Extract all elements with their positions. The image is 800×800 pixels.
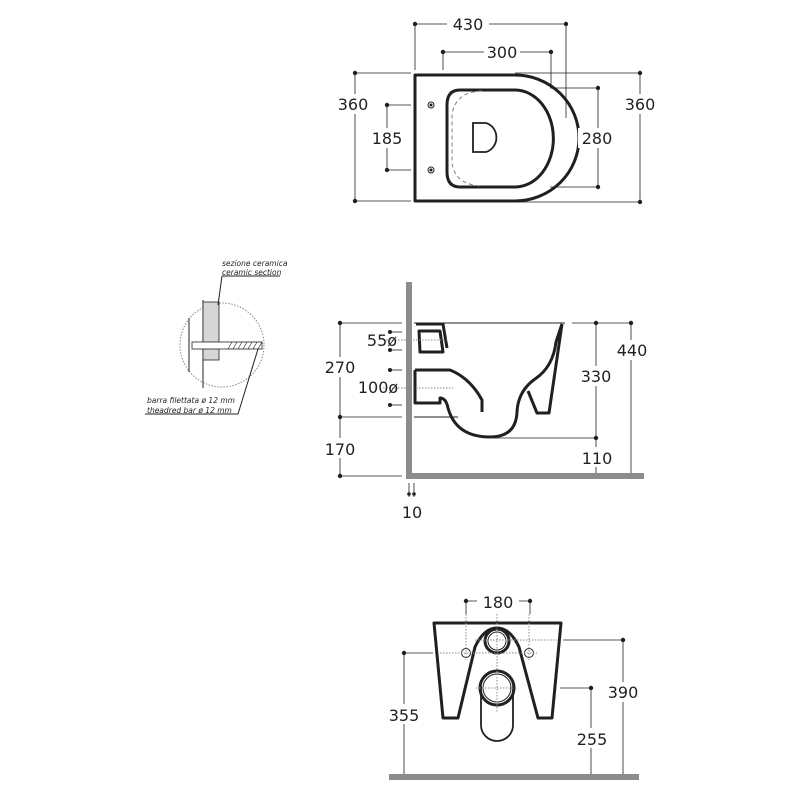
ceramic-section <box>202 301 220 361</box>
label-ceramic-section-it: sezione ceramica <box>222 259 288 268</box>
dim-wall-gap: 10 <box>402 503 422 522</box>
dim-width-left: 360 <box>338 95 369 114</box>
rear-outlet-pipe <box>480 686 514 742</box>
wall <box>406 282 412 478</box>
dim-total-height: 440 <box>617 341 648 360</box>
dim-inlet-height: 390 <box>608 683 639 702</box>
dim-floor-to-bottom: 170 <box>325 440 356 459</box>
top-view-bowl <box>445 88 555 189</box>
dim-bowl-width: 280 <box>582 129 613 148</box>
side-view: 270 170 55ø 100ø 10 330 110 <box>320 282 654 522</box>
dim-height-to-rim: 270 <box>325 358 356 377</box>
dim-trap-clearance: 110 <box>582 449 613 468</box>
floor <box>406 473 644 479</box>
dim-rear-fixing-spacing: 180 <box>483 593 514 612</box>
detail-circle <box>179 302 265 388</box>
detail-view: sezione ceramica ceramic section barra f… <box>145 259 288 415</box>
dim-bowl-height: 330 <box>581 367 612 386</box>
label-threaded-bar-en: theadred bar ø 12 mm <box>147 406 232 415</box>
trap-curve <box>413 323 564 439</box>
dim-fixing-spacing: 185 <box>372 129 403 148</box>
threaded-bar <box>191 341 263 350</box>
outlet-upper <box>415 368 484 412</box>
label-threaded-bar-it: barra filettata ø 12 mm <box>147 396 235 405</box>
dim-outlet-diameter: 100ø <box>358 378 399 397</box>
fixing-hole-lower <box>427 166 435 174</box>
dim-fixing-height: 355 <box>389 706 420 725</box>
rear-floor <box>389 774 639 780</box>
top-view-dashed-contour <box>451 90 483 187</box>
bowl-front <box>526 323 564 415</box>
dim-width-right: 360 <box>625 95 656 114</box>
dim-overall-length: 430 <box>453 15 484 34</box>
top-view-drain <box>472 122 498 153</box>
inlet-connector <box>416 322 449 354</box>
dim-outlet-height: 255 <box>577 730 608 749</box>
dim-inlet-diameter: 55ø <box>367 331 397 350</box>
dim-seat-length: 300 <box>487 43 518 62</box>
rear-view: 180 355 390 255 <box>384 592 645 780</box>
top-view: 430 300 360 185 280 360 <box>334 12 662 205</box>
fixing-hole-upper <box>427 101 435 109</box>
label-ceramic-section-en: ceramic section <box>222 268 282 277</box>
